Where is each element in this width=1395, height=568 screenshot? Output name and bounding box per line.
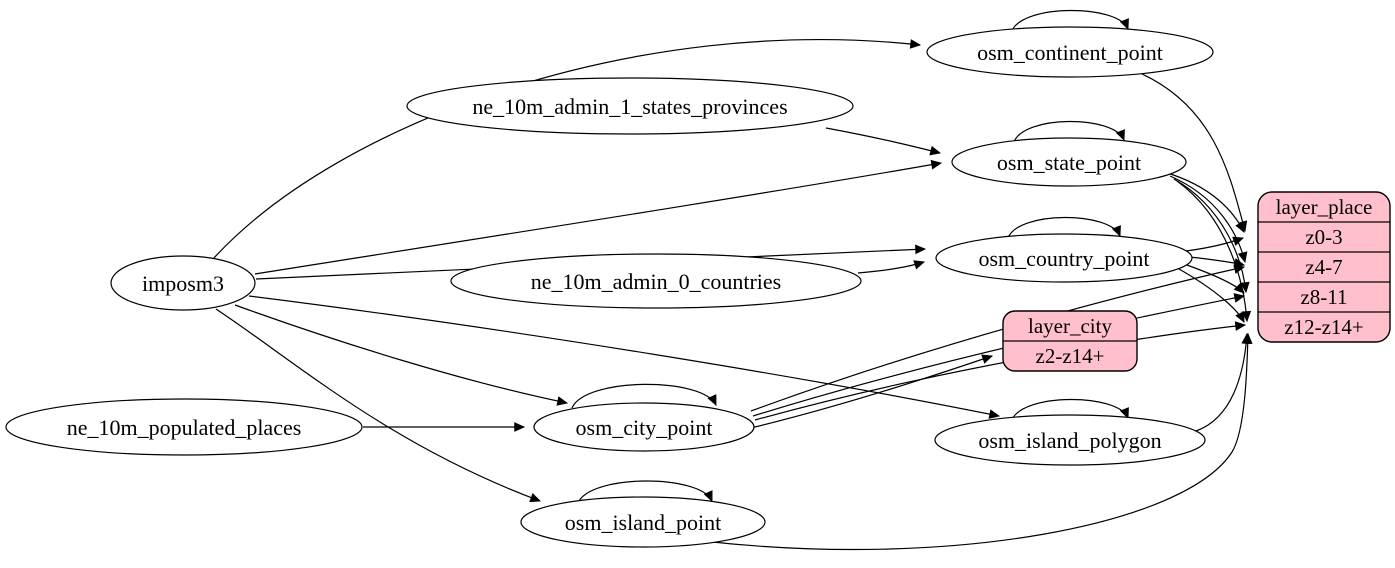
ne_10m_admin_1_states_provinces-shape <box>406 77 854 135</box>
layer_city-title: layer_city <box>1028 314 1112 338</box>
ne_10m_populated_places-shape <box>5 398 363 456</box>
node-layer_place: layer_place z0-3 z4-7 z8-11 z12-z14+ <box>1257 191 1391 343</box>
node-ne_10m_admin_1_states_provinces: ne_10m_admin_1_states_provinces <box>406 77 854 135</box>
ne_10m_populated_places-label: ne_10m_populated_places <box>67 415 302 440</box>
node-osm_city_point: osm_city_point <box>533 402 755 452</box>
layer_place-title: layer_place <box>1276 195 1373 219</box>
edge-osm_country_point-layer_place_z8-11 <box>1183 263 1245 294</box>
layer_place-row-z0-3: z0-3 <box>1305 225 1342 249</box>
node-ne_10m_populated_places: ne_10m_populated_places <box>5 398 363 456</box>
osm_continent_point-label: osm_continent_point <box>977 40 1163 65</box>
self-loop-osm_city_point <box>571 383 717 409</box>
edge-osm_island_polygon-layer_place_z12-z14 <box>1195 332 1252 432</box>
osm_city_point-label: osm_city_point <box>576 415 713 440</box>
edge-osm_state_point-layer_place_z12-z14 <box>1176 180 1252 323</box>
ne_10m_admin_0_countries-shape <box>450 253 862 309</box>
layer_place-row-z4-7: z4-7 <box>1305 255 1342 279</box>
layer_city-row-z2-z14: z2-z14+ <box>1036 344 1105 368</box>
layer_place-row-z8-11: z8-11 <box>1300 285 1347 309</box>
edge-osm_country_point-layer_place_z4-7 <box>1188 256 1246 268</box>
osm_island_polygon-shape <box>934 414 1206 466</box>
osm_state_point-label: osm_state_point <box>997 150 1141 175</box>
self-loop-osm_country_point <box>1007 216 1121 239</box>
self-loop-osm_state_point <box>1013 120 1125 143</box>
osm_state_point-shape <box>951 137 1187 187</box>
edge-imposm3-osm_city_point <box>234 304 569 406</box>
ne_10m_admin_1_states_provinces-label: ne_10m_admin_1_states_provinces <box>472 94 787 119</box>
edge-osm_country_point-layer_place_z0-3 <box>1185 236 1245 252</box>
osm_island_point-shape <box>520 496 766 548</box>
imposm3-shape <box>110 255 256 311</box>
self-loop-osm_island_point <box>577 480 713 504</box>
edge-osm_state_point-layer_place_z0-3 <box>1163 171 1245 233</box>
edge-ne_10m_admin_1_states_provinces-osm_state_point <box>825 127 942 156</box>
edge-osm_city_point-layer_place_z8-11 <box>752 293 1246 417</box>
edge-osm_city_point-layer_place_z12-z14 <box>754 321 1247 421</box>
edge-imposm3-osm_continent_point <box>212 39 922 260</box>
edge-osm_city_point-layer_city_z2-z14 <box>746 354 994 430</box>
edge-osm_island_point-layer_place_z12-z14 <box>702 332 1253 551</box>
node-osm_continent_point: osm_continent_point <box>926 26 1214 78</box>
osm_country_point-shape <box>935 233 1193 283</box>
edge-osm_continent_point-layer_place_z0-3 <box>1141 73 1248 233</box>
edge-imposm3-osm_state_point <box>254 159 943 275</box>
osm_island_polygon-label: osm_island_polygon <box>978 428 1161 453</box>
imposm3-label: imposm3 <box>142 271 224 296</box>
self-loop-osm_island_polygon <box>1011 398 1129 421</box>
node-osm_state_point: osm_state_point <box>951 137 1187 187</box>
layer_place-shape <box>1257 191 1391 343</box>
edge-imposm3-osm_island_polygon <box>248 295 1001 419</box>
edge-osm_country_point-layer_place_z12-z14 <box>1178 268 1245 323</box>
osm_city_point-shape <box>533 402 755 452</box>
osm_country_point-label: osm_country_point <box>978 246 1149 271</box>
edge-osm_state_point-layer_place_z4-7 <box>1169 175 1248 264</box>
osm_island_point-label: osm_island_point <box>565 510 721 535</box>
node-ne_10m_admin_0_countries: ne_10m_admin_0_countries <box>450 253 862 309</box>
edge-osm_state_point-layer_place_z8-11 <box>1173 178 1250 294</box>
edge-ne_10m_admin_0_countries-osm_country_point <box>857 260 926 274</box>
node-osm_country_point: osm_country_point <box>935 233 1193 283</box>
node-layer_city: layer_city z2-z14+ <box>1002 310 1138 372</box>
edge-group <box>212 9 1253 551</box>
node-osm_island_point: osm_island_point <box>520 496 766 548</box>
layer_place-row-z12-z14: z12-z14+ <box>1284 315 1363 339</box>
node-osm_island_polygon: osm_island_polygon <box>934 414 1206 466</box>
ne_10m_admin_0_countries-label: ne_10m_admin_0_countries <box>531 269 782 294</box>
osm_continent_point-shape <box>926 26 1214 78</box>
self-loop-osm_continent_point <box>1011 9 1129 32</box>
node-imposm3: imposm3 <box>110 255 256 311</box>
edge-imposm3-osm_island_point <box>215 308 542 503</box>
